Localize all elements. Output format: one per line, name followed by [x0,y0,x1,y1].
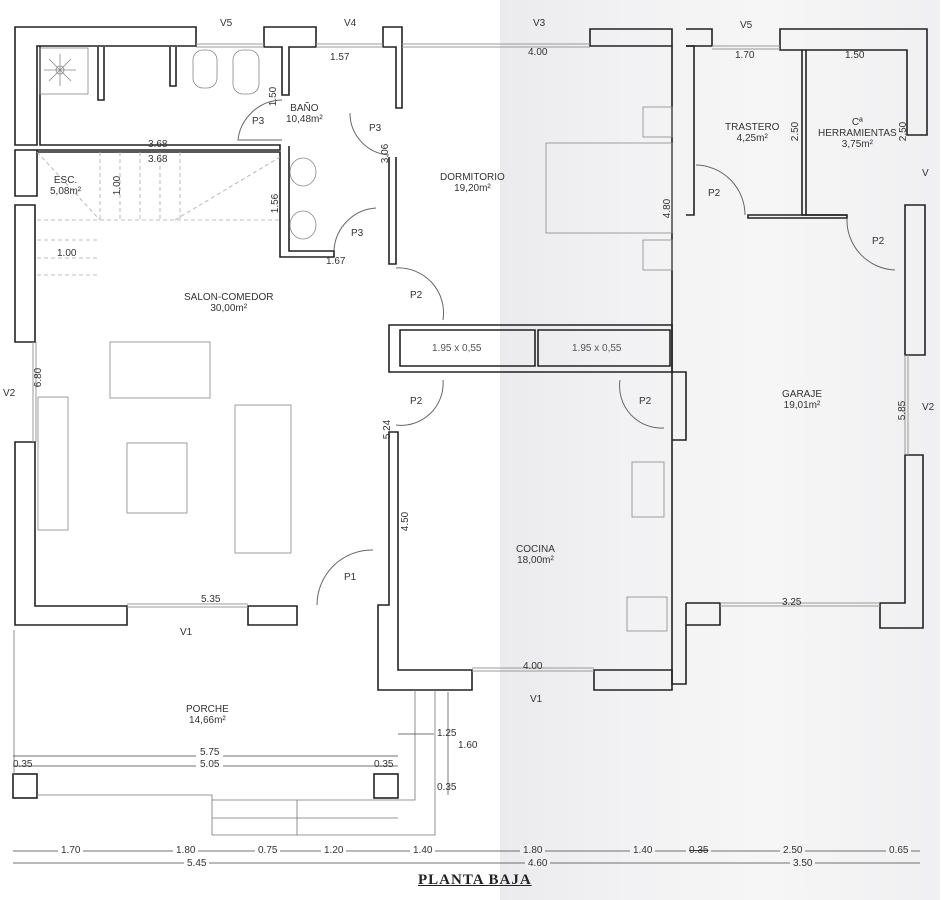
door-label: P1 [344,572,357,583]
room-area: 18,00m² [517,555,554,566]
wardrobe-label: 1.95 x 0,55 [432,343,482,354]
dim-dorm-v: 4.80 [662,198,674,219]
door-label: P2 [639,396,652,407]
room-esc: ESC. 5,08m² [50,175,81,197]
dim-garaje-v: 5.85 [897,400,909,421]
window-label: V1 [180,627,193,638]
dim-cocina-v1: 5.24 [382,419,394,440]
dim-bottom-total: 3.50 [790,858,816,869]
room-cocina: COCINA 18,00m² [516,544,555,566]
room-name-line2: HERRAMIENTAS [818,128,897,139]
scan-shading [500,0,940,900]
windows [32,43,909,672]
window-label: V5 [740,20,753,31]
dim-step-1: 1.25 [437,728,457,739]
door-label: P3 [351,228,364,239]
room-name: GARAJE [782,389,823,400]
dim-bottom: 1.80 [173,845,199,856]
dim-dorm-door-v: 3.06 [380,143,392,164]
room-area: 14,66m² [189,715,226,726]
dim-trastero-v: 2.50 [790,121,802,142]
walls [12,26,928,799]
stairs [36,151,281,276]
dim-porche-inner: 5.05 [196,759,224,770]
wardrobe-label: 1.95 x 0,55 [572,343,622,354]
dim-bottom: 1.40 [630,845,656,856]
room-dormitorio: DORMITORIO 19,20m² [440,172,505,194]
dim-step-2: 1.60 [458,740,478,751]
window-label: V1 [530,694,543,705]
room-area: 19,20m² [454,183,491,194]
dim-salon-v: 6.80 [33,367,45,388]
dim-esc-top2: 3.68 [148,154,168,165]
dim-bottom: 2.50 [780,845,806,856]
dim-porche-col-right: 0.35 [374,759,394,770]
dim-bottom: 1.40 [410,845,436,856]
room-area: 10,48m² [286,114,323,125]
dim-step-3: 0.35 [437,782,457,793]
window-label: V2 [922,402,935,413]
dim-cocina-v2: 4.50 [400,511,412,532]
room-herramientas: Cª HERRAMIENTAS 3,75m² [818,117,897,150]
dim-bottom: 1.20 [321,845,347,856]
dim-esc-v: 1.00 [112,175,124,196]
room-garaje: GARAJE 19,01m² [782,389,822,411]
dim-garaje-window: 3.25 [782,597,802,608]
room-porche: PORCHE 14,66m² [186,704,229,726]
window-label: V5 [220,18,233,29]
room-area: 4,25m² [736,133,768,144]
room-name: BAÑO [290,103,319,114]
dim-bottom: 0.35 [686,845,712,856]
dim-esc-top1: 3.68 [148,139,168,150]
dim-bottom-total: 5.45 [184,858,210,869]
dim-bottom: 0.75 [255,845,281,856]
room-trastero: TRASTERO 4,25m² [725,122,779,144]
room-name: DORMITORIO [440,172,505,183]
doors [237,99,896,606]
window-label: V3 [533,18,546,29]
room-area: 3,75m² [841,139,873,150]
dim-herr-window: 1.50 [845,50,865,61]
dimension-lines [13,692,920,864]
door-label: P2 [708,188,721,199]
room-name: TRASTERO [725,122,780,133]
dim-trastero-window: 1.70 [735,50,755,61]
door-label: P2 [410,290,423,301]
window-label: V [922,168,929,179]
room-name: SALON-COMEDOR [184,292,274,303]
room-name: COCINA [516,544,555,555]
room-bano: BAÑO 10,48m² [286,103,323,125]
dim-lavabo-v: 1.56 [270,193,282,214]
dim-bottom: 0.65 [886,845,912,856]
window-label: V4 [344,18,357,29]
dim-porche-col-left: 0.35 [13,759,33,770]
room-area: 19,01m² [783,400,821,411]
room-area: 30,00m² [210,303,248,314]
dim-herr-v: 2.50 [898,121,910,142]
room-name: ESC. [53,175,78,186]
room-name-line1: Cª [851,117,863,128]
furniture [37,47,673,632]
dim-cocina-window: 4.00 [523,661,543,672]
room-area: 5,08m² [50,186,82,197]
plan-title: PLANTA BAJA [418,872,532,888]
dim-esc-h: 1.00 [57,248,77,259]
dim-salon-window: 5.35 [201,594,221,605]
dim-bano-bottom: 1.67 [326,256,346,267]
dim-bottom: 1.80 [520,845,546,856]
door-label: P3 [252,116,265,127]
room-name: PORCHE [186,704,229,715]
room-salon: SALON-COMEDOR 30,00m² [184,292,273,314]
dim-dorm-window: 4.00 [528,47,548,58]
door-label: P2 [872,236,885,247]
dim-bottom: 1.70 [58,845,84,856]
dim-bottom-total: 4.60 [525,858,551,869]
door-label: P3 [369,123,382,134]
dim-bano-window: 1.57 [330,52,350,63]
window-label: V2 [3,388,16,399]
porch-steps [13,630,436,836]
dim-bano-v: 1.50 [268,86,280,107]
door-label: P2 [410,396,423,407]
dim-porche-outer: 5.75 [196,747,224,758]
